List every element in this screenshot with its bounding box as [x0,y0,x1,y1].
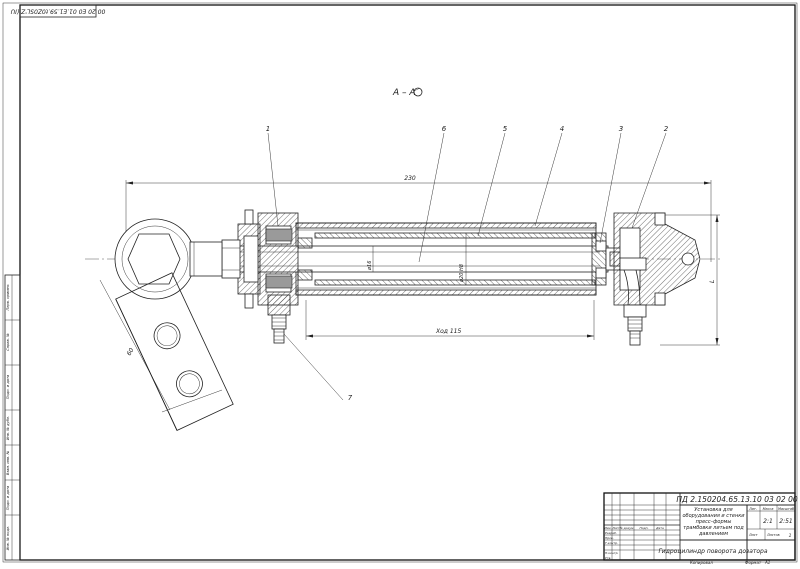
sheets-label: Листов [766,533,780,537]
role-utv: Утв. [605,556,611,560]
callout-1: 1 [266,125,270,133]
role-razrab: Разраб. [605,531,617,535]
mass-label: Масса [763,507,774,511]
corner-code-box: 00 20 E0 01.E1.59.t0Z0SL'Z (IU [10,4,105,18]
dim-rod: ø16 [367,261,373,271]
cylinder-drawing: 230 L [85,125,720,431]
lit-label: Лит. [748,507,757,511]
rotated-view-icon [413,87,423,97]
strip-label-1: Перв. примен. [6,284,10,311]
role-prov: Пров. [605,536,614,540]
section-label: A – A [392,88,416,98]
col-doc: № докум. [619,526,635,530]
dim-bore: ø20 H8 [459,264,465,283]
strip-label-4: Инв. № дубл. [6,416,10,441]
sheets-value: 1 [789,533,792,539]
format-label: Формат [745,560,762,565]
callout-3: 3 [619,125,623,133]
mass-value: 2:1 [763,518,773,525]
strip-label-2: Справ. № [6,333,10,351]
strip-label-5: Взам. инв. № [6,451,10,476]
part-name: Гидроцилиндр поворота дозатора [658,548,767,555]
copied-label: Копировал [690,560,713,565]
callout-6: 6 [442,125,447,133]
format-value: А1 [764,560,770,565]
callout-2: 2 [664,125,669,133]
dim-angle: 60 [126,347,136,357]
role-nkontr: Н.контр. [605,551,618,555]
strip-label-3: Подп. и дата [6,375,10,399]
left-strip: Перв. примен. Справ. № Подп. и дата Инв.… [4,274,21,561]
role-tkontr: Т.контр. [605,541,618,545]
callout-4: 4 [560,125,564,133]
callout-7: 7 [348,394,353,402]
strip-label-7: Инв. № подл. [6,526,10,551]
col-podp: Подп. [639,526,648,530]
col-list: Лист [611,526,620,530]
strip-label-6: Подп. и дата [6,486,10,510]
scale-value: 2:51 [779,518,792,525]
dim-overall: 230 [404,175,416,182]
col-izm: Изм. [604,526,611,530]
corner-code: 00 20 E0 01.E1.59.t0Z0SL'Z (IU [10,8,105,15]
dim-height: L [709,280,716,283]
scale-label: Масштаб [778,507,794,511]
sheet-label: Лист [748,533,759,537]
col-date: Дата [655,526,664,530]
designation: ПД 2.150204.65.13.10 03 02 00 [676,495,797,504]
title-block: ПД 2.150204.65.13.10 03 02 00 Изм. Лист … [603,492,798,561]
callout-5: 5 [503,125,508,133]
description: Установка для оборудования и стенки прес… [682,507,745,537]
dim-stroke: Ход 115 [435,328,461,335]
